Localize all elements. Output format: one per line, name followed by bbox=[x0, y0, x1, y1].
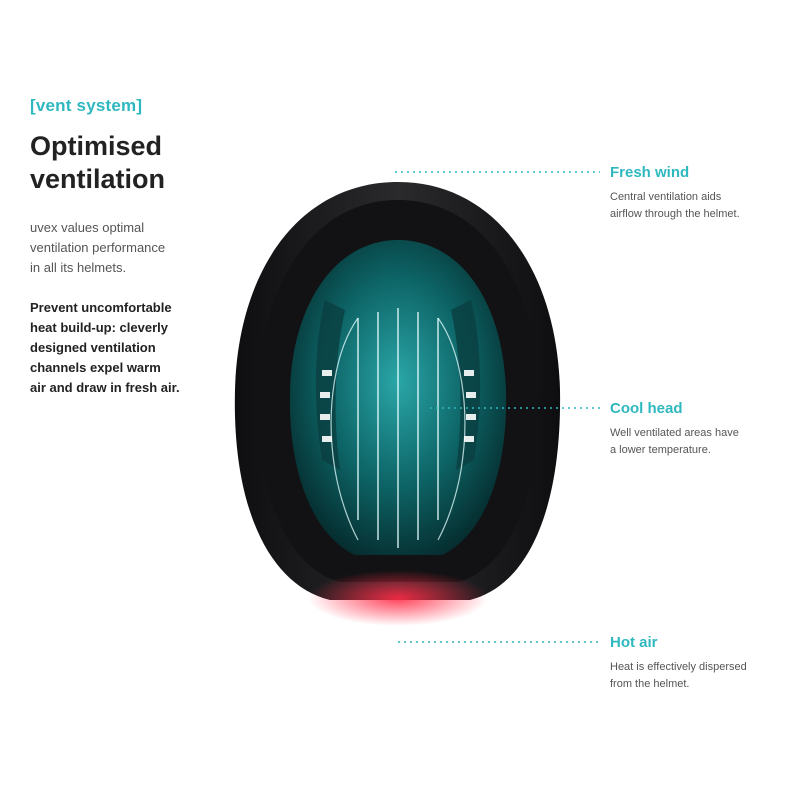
highlight-paragraph: Prevent uncomfortable heat build-up: cle… bbox=[30, 300, 180, 395]
callout-text: Central ventilation aids airflow through… bbox=[610, 191, 740, 220]
heat-glow bbox=[308, 570, 488, 626]
callout-title: Cool head bbox=[610, 400, 683, 417]
page-title: Optimised ventilation bbox=[30, 131, 166, 194]
callout-title: Fresh wind bbox=[610, 164, 690, 181]
callout-text: Heat is effectively dispersed from the h… bbox=[610, 661, 747, 690]
callout-fresh-wind: Fresh wind Central ventilation aids airf… bbox=[610, 164, 780, 223]
section-tag: [vent system] bbox=[30, 96, 143, 115]
callout-title: Hot air bbox=[610, 634, 658, 651]
callout-cool-head: Cool head Well ventilated areas have a l… bbox=[610, 400, 780, 459]
callout-hot-air: Hot air Heat is effectively dispersed fr… bbox=[610, 634, 780, 693]
helmet-interior bbox=[289, 240, 507, 555]
intro-column: [vent system] Optimised ventilation uvex… bbox=[30, 96, 220, 398]
callout-text: Well ventilated areas have a lower tempe… bbox=[610, 427, 739, 456]
intro-paragraph: uvex values optimal ventilation performa… bbox=[30, 220, 166, 275]
hot-air-lines bbox=[359, 600, 437, 700]
